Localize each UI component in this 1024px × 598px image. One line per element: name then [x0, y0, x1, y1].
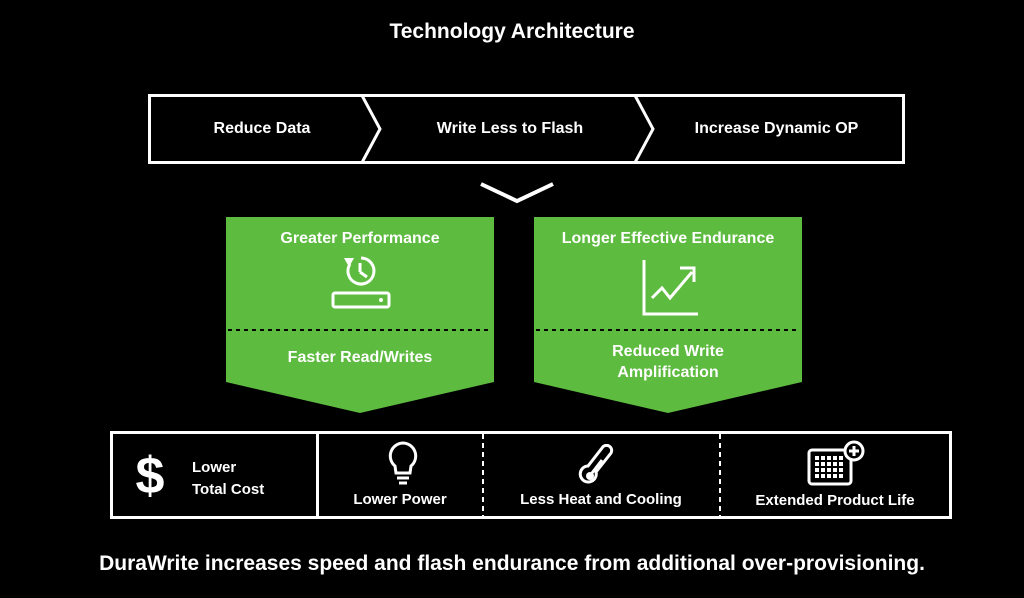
benefit-cost-label-line2: Total Cost	[192, 481, 265, 498]
thermometer-icon	[578, 444, 614, 484]
panel-endurance-outcome-line2: Amplification	[617, 364, 719, 381]
benefit-life-label: Extended Product Life	[755, 492, 915, 509]
flow-bar: Reduce Data Write Less to Flash Increase…	[148, 94, 905, 164]
lightbulb-icon	[388, 441, 418, 485]
dollar-icon: $	[135, 447, 165, 505]
flow-chevron-2	[633, 94, 655, 164]
panel-performance-shape	[226, 217, 494, 413]
flow-chevron-1	[360, 94, 382, 164]
benefits-divider-dashed-1	[482, 434, 484, 516]
benefits-divider-dashed-2	[719, 434, 721, 516]
benefit-power-label: Lower Power	[353, 491, 447, 508]
chip-plus-icon	[807, 440, 865, 486]
footer-caption: DuraWrite increases speed and flash endu…	[99, 552, 925, 575]
panel-endurance-outcome-line1: Reduced Write	[612, 343, 724, 360]
flow-bar-outline	[148, 94, 905, 164]
trend-chart-icon	[642, 260, 698, 316]
down-chevron-icon	[480, 182, 554, 204]
benefit-cost-label-line1: Lower	[192, 459, 237, 476]
diagram-title: Technology Architecture	[389, 20, 635, 43]
panel-endurance-heading: Longer Effective Endurance	[561, 230, 775, 247]
benefits-divider-solid	[316, 434, 319, 516]
restore-clock-drive-icon	[331, 256, 391, 309]
flow-step-reduce-data: Reduce Data	[213, 120, 311, 137]
flow-step-increase-op: Increase Dynamic OP	[694, 120, 859, 137]
flow-step-write-less: Write Less to Flash	[436, 120, 584, 137]
panel-performance-outcome: Faster Read/Writes	[287, 349, 433, 366]
benefits-box	[110, 431, 952, 519]
panel-performance-heading: Greater Performance	[280, 230, 440, 247]
benefit-heat-label: Less Heat and Cooling	[520, 491, 682, 508]
